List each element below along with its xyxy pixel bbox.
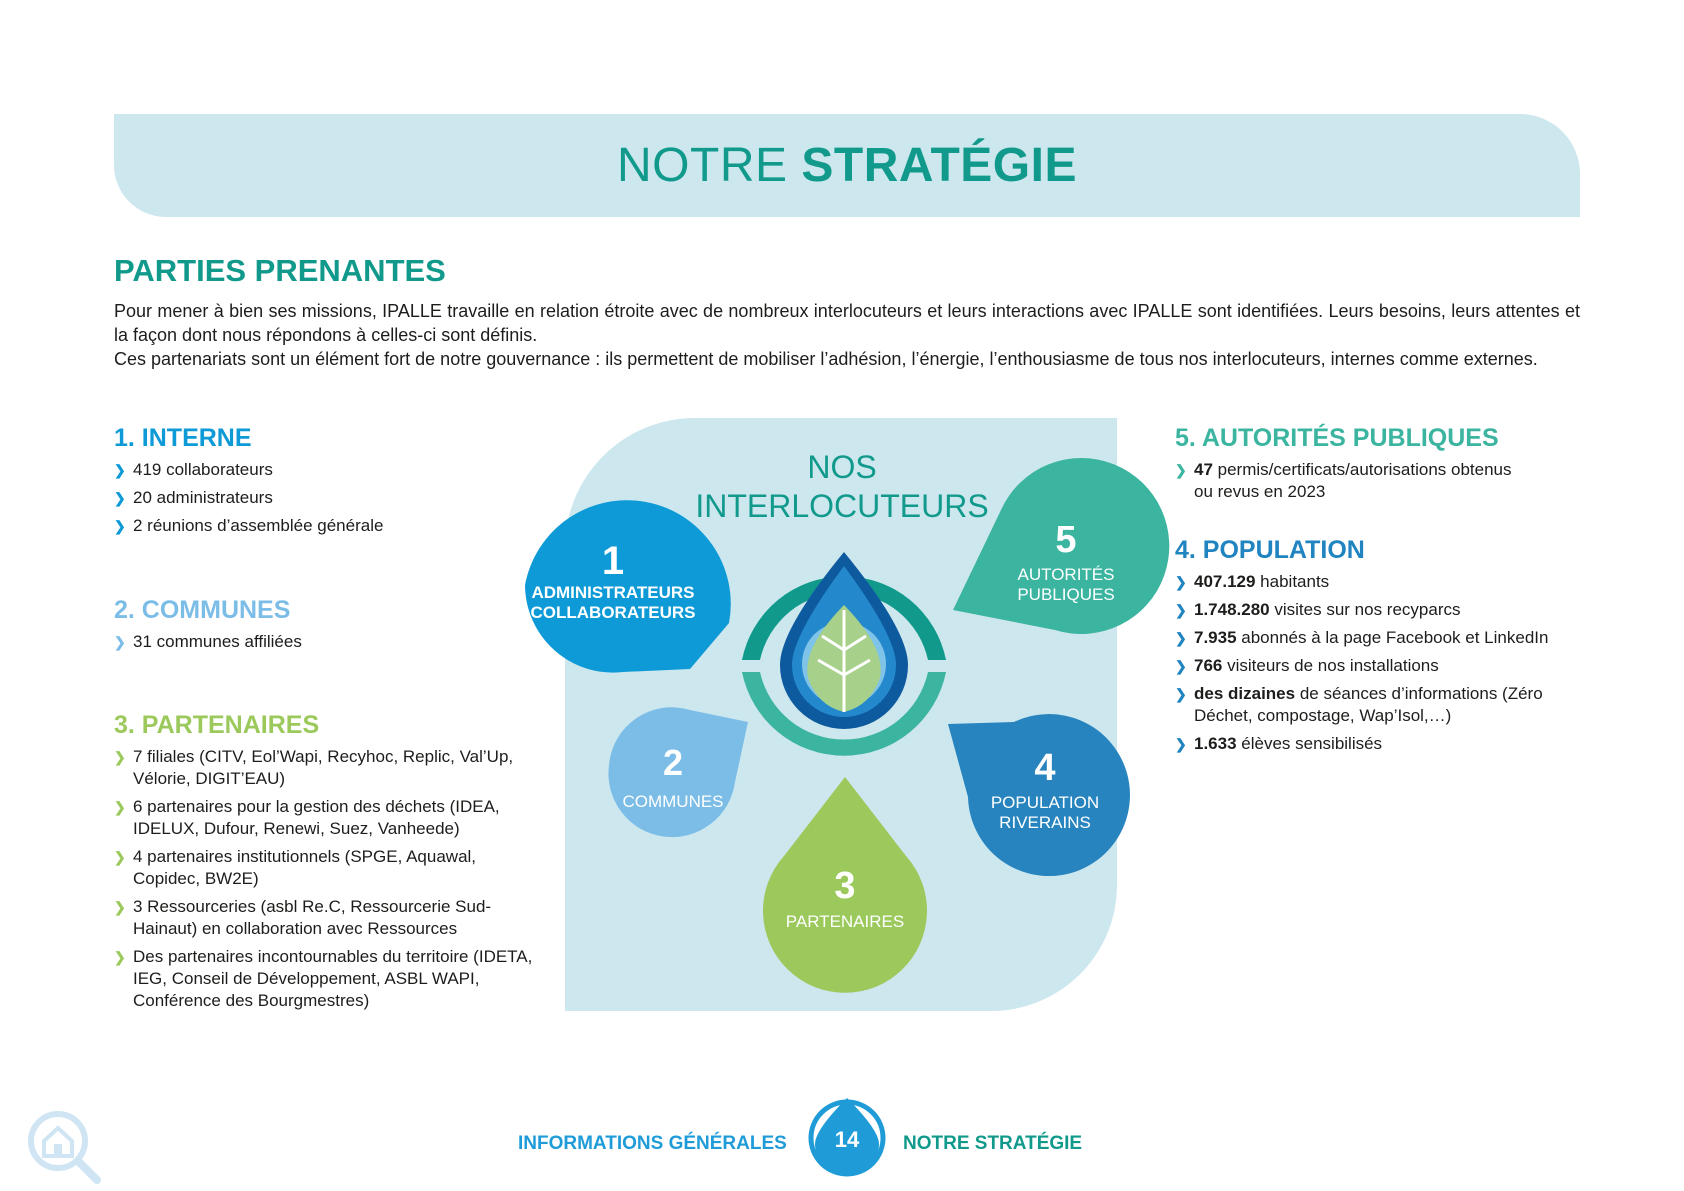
drop-2-shape <box>608 707 748 838</box>
list-item: ❯407.129 habitants <box>1175 572 1330 591</box>
bullet-icon: ❯ <box>114 490 126 506</box>
section-title: PARTIES PRENANTES <box>114 253 446 288</box>
communes-list: ❯31 communes affiliées <box>114 631 554 653</box>
group-autorites: 5. AUTORITÉS PUBLIQUES ❯47 permis/certif… <box>1175 424 1595 509</box>
group-partenaires-title: 3. PARTENAIRES <box>114 711 320 739</box>
drop-4-label-2: RIVERAINS <box>999 813 1091 832</box>
drop-4-shape <box>948 714 1130 877</box>
diagram-title-line-2: INTERLOCUTEURS <box>695 488 988 524</box>
list-item: ❯7 filiales (CITV, Eol’Wapi, Recyhoc, Re… <box>114 747 514 788</box>
bullet-icon: ❯ <box>114 634 126 650</box>
bullet-icon: ❯ <box>114 462 126 478</box>
list-item: ❯31 communes affiliées <box>114 632 302 651</box>
intro-paragraph-2: Ces partenariats sont un élément fort de… <box>114 349 1538 369</box>
list-item: ❯2 réunions d’assemblée générale <box>114 516 384 535</box>
drop-3-label-1: PARTENAIRES <box>786 912 904 931</box>
ipalle-water-drop-icon <box>742 552 946 756</box>
list-item: ❯419 collaborateurs <box>114 460 273 479</box>
group-interne: 1. INTERNE ❯419 collaborateurs ❯20 admin… <box>114 424 554 543</box>
group-interne-title: 1. INTERNE <box>114 424 252 452</box>
bullet-icon: ❯ <box>114 749 126 765</box>
list-item: ❯6 partenaires pour la gestion des déche… <box>114 797 500 838</box>
list-item: ❯47 permis/certificats/autorisations obt… <box>1175 460 1512 501</box>
bullet-icon: ❯ <box>1175 630 1187 646</box>
bullet-icon: ❯ <box>114 849 126 865</box>
page-title: NOTRE STRATÉGIE <box>617 138 1077 193</box>
interne-list: ❯419 collaborateurs ❯20 administrateurs … <box>114 459 554 537</box>
bullet-icon: ❯ <box>1175 686 1187 702</box>
page-number: 14 <box>835 1127 860 1152</box>
bullet-icon: ❯ <box>114 949 126 965</box>
bullet-icon: ❯ <box>1175 462 1187 478</box>
list-item: ❯4 partenaires institutionnels (SPGE, Aq… <box>114 847 477 888</box>
drop-2-label-1: COMMUNES <box>622 792 723 811</box>
drop-4-number: 4 <box>1034 747 1055 789</box>
partenaires-list: ❯7 filiales (CITV, Eol’Wapi, Recyhoc, Re… <box>114 746 534 1012</box>
group-communes-title: 2. COMMUNES <box>114 596 291 624</box>
population-list: ❯407.129 habitants ❯1.748.280 visites su… <box>1175 571 1575 755</box>
list-item: ❯7.935 abonnés à la page Facebook et Lin… <box>1175 628 1549 647</box>
drop-5-label-2: PUBLIQUES <box>1017 585 1114 604</box>
group-autorites-title: 5. AUTORITÉS PUBLIQUES <box>1175 424 1499 452</box>
group-partenaires: 3. PARTENAIRES ❯7 filiales (CITV, Eol’Wa… <box>114 711 554 1018</box>
group-communes: 2. COMMUNES ❯31 communes affiliées <box>114 596 554 659</box>
drop-3-shape <box>763 777 927 993</box>
page-title-bold: STRATÉGIE <box>801 139 1077 192</box>
drop-5-shape <box>953 458 1170 635</box>
drop-1-label-1: ADMINISTRATEURS <box>531 583 694 602</box>
drop-1-shape <box>525 500 731 673</box>
search-home-icon[interactable] <box>28 1111 101 1184</box>
drop-3-number: 3 <box>834 865 855 907</box>
bullet-icon: ❯ <box>114 899 126 915</box>
badge-drop-icon <box>815 1098 879 1176</box>
intro-text: Pour mener à bien ses missions, IPALLE t… <box>114 299 1580 371</box>
drop-2-number: 2 <box>663 742 683 783</box>
page-title-light: NOTRE <box>617 139 802 192</box>
group-population: 4. POPULATION ❯407.129 habitants ❯1.748.… <box>1175 536 1595 761</box>
list-item: ❯Des partenaires incontournables du terr… <box>114 947 533 1010</box>
page-number-badge: 14 <box>808 1098 886 1177</box>
list-item: ❯des dizaines de séances d’informations … <box>1175 684 1543 725</box>
diagram-title-line-1: NOS <box>807 449 876 485</box>
bullet-icon: ❯ <box>1175 736 1187 752</box>
bullet-icon: ❯ <box>1175 602 1187 618</box>
intro-paragraph-1: Pour mener à bien ses missions, IPALLE t… <box>114 301 1580 345</box>
bullet-icon: ❯ <box>1175 574 1187 590</box>
drop-1-number: 1 <box>602 539 624 583</box>
list-item: ❯3 Ressourceries (asbl Re.C, Ressourceri… <box>114 897 492 938</box>
footer-nav-informations-generales[interactable]: INFORMATIONS GÉNÉRALES <box>518 1133 787 1154</box>
bullet-icon: ❯ <box>114 799 126 815</box>
drop-4-label-1: POPULATION <box>991 793 1099 812</box>
header-banner: NOTRE STRATÉGIE <box>114 114 1580 217</box>
drop-5-number: 5 <box>1055 519 1076 561</box>
drop-1-label-2: COLLABORATEURS <box>531 603 696 622</box>
list-item: ❯1.633 élèves sensibilisés <box>1175 734 1383 753</box>
list-item: ❯766 visiteurs de nos installations <box>1175 656 1439 675</box>
bullet-icon: ❯ <box>1175 658 1187 674</box>
group-population-title: 4. POPULATION <box>1175 536 1365 564</box>
footer-nav-notre-strategie[interactable]: NOTRE STRATÉGIE <box>903 1133 1083 1154</box>
drop-5-label-1: AUTORITÉS <box>1018 565 1115 584</box>
autorites-list: ❯47 permis/certificats/autorisations obt… <box>1175 459 1515 503</box>
list-item: ❯20 administrateurs <box>114 488 273 507</box>
bullet-icon: ❯ <box>114 518 126 534</box>
list-item: ❯1.748.280 visites sur nos recyparcs <box>1175 600 1461 619</box>
